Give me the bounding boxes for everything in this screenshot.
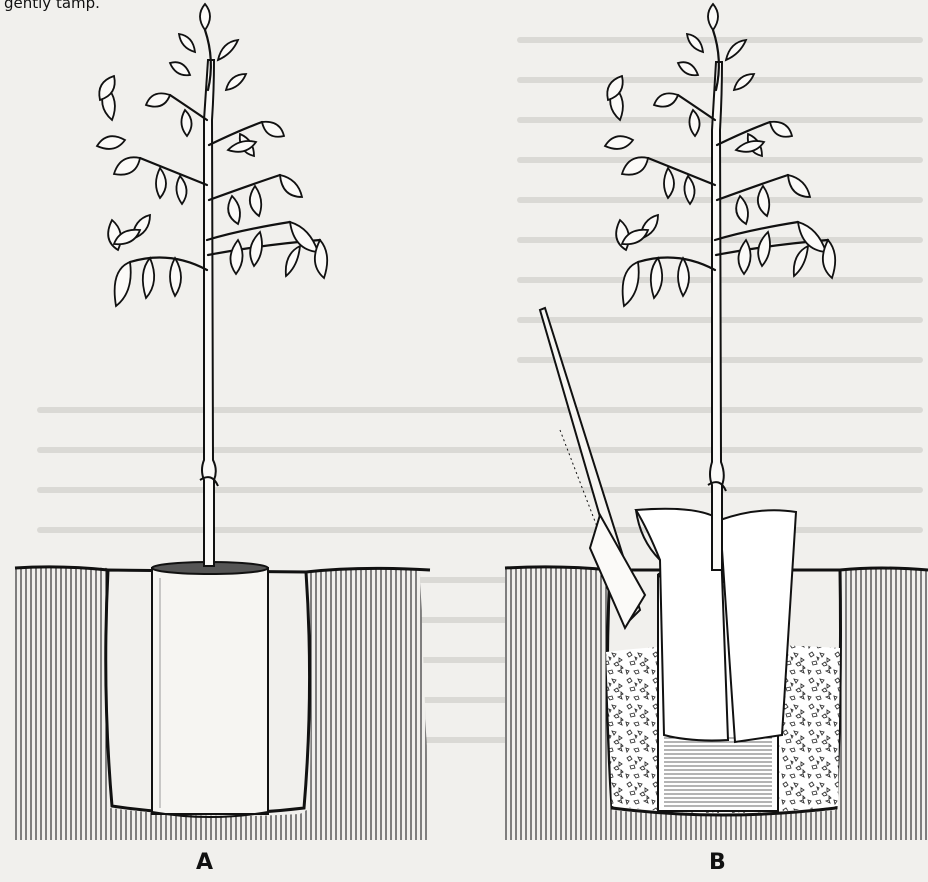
trunk-a (202, 60, 216, 566)
panel-b (505, 4, 928, 840)
root-ball-cylinder-a (152, 562, 268, 817)
panel-a (15, 4, 430, 840)
branches-a (130, 30, 320, 270)
panel-label-b: B (709, 850, 726, 875)
trunk-b (710, 62, 724, 570)
panel-label-a: A (196, 850, 213, 875)
branches-b (638, 30, 828, 270)
